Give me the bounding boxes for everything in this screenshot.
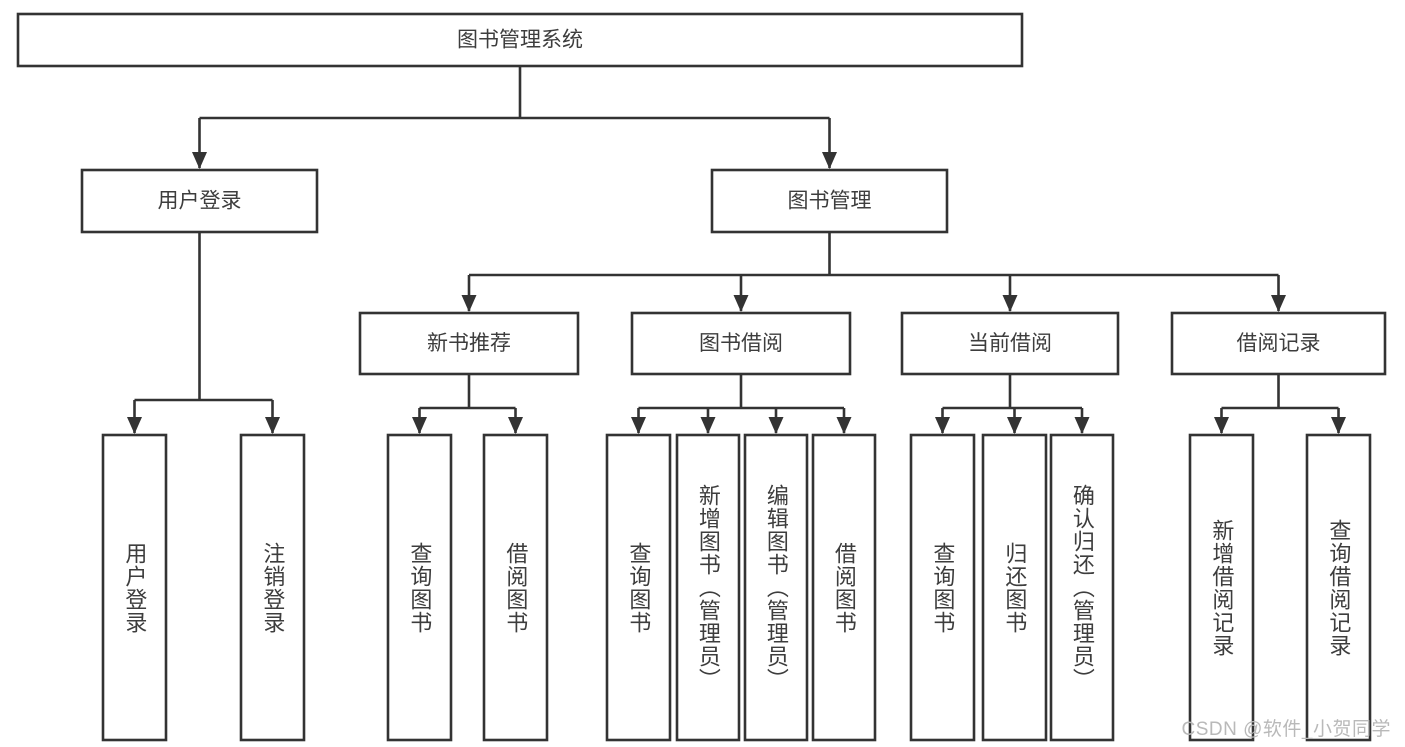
node-box-level3-0[interactable] <box>358 311 580 376</box>
node-box-leaf-12[interactable] <box>1305 433 1372 742</box>
node-box-leaf-6[interactable] <box>743 433 809 742</box>
arrow-head-icon <box>1271 295 1286 312</box>
node-box-leaf-11[interactable] <box>1188 433 1255 742</box>
arrow-head-icon <box>700 417 716 434</box>
node-box-leaf-3[interactable] <box>482 433 549 742</box>
node-label-level3-3: 借阅记录 <box>1237 332 1321 355</box>
arrow-head-icon <box>265 417 280 434</box>
node-label-level3-0: 新书推荐 <box>427 332 511 355</box>
node-box-leaf-9[interactable] <box>981 433 1048 742</box>
arrow-head-icon <box>1007 417 1022 434</box>
arrow-head-icon <box>412 417 427 434</box>
node-box-level2-1[interactable] <box>710 168 949 234</box>
node-box-leaf-7[interactable] <box>811 433 877 742</box>
arrow-head-icon <box>935 417 950 434</box>
arrow-head-icon <box>1002 295 1018 312</box>
boxes-layer <box>16 12 1387 742</box>
node-label-level2-1: 图书管理 <box>788 190 872 213</box>
arrow-head-icon <box>192 152 207 169</box>
node-box-level3-2[interactable] <box>900 311 1120 376</box>
node-box-leaf-1[interactable] <box>239 433 306 742</box>
arrow-head-icon <box>631 417 646 434</box>
arrow-head-icon <box>1214 417 1229 434</box>
node-label-level2-0: 用户登录 <box>158 190 242 213</box>
arrow-head-icon <box>768 417 784 434</box>
node-box-level3-3[interactable] <box>1170 311 1387 376</box>
node-box-leaf-10[interactable] <box>1049 433 1115 742</box>
arrow-head-icon <box>508 417 523 434</box>
arrow-head-icon <box>822 152 837 169</box>
node-box-leaf-2[interactable] <box>386 433 453 742</box>
arrow-head-icon <box>1074 417 1090 434</box>
arrow-head-icon <box>1331 417 1346 434</box>
node-label-level3-2: 当前借阅 <box>968 332 1052 355</box>
connectors-layer <box>127 66 1346 434</box>
node-box-leaf-0[interactable] <box>101 433 168 742</box>
watermark: CSDN @软件_小贺同学 <box>1181 719 1391 740</box>
arrow-head-icon <box>733 295 749 312</box>
node-label-root: 图书管理系统 <box>457 29 583 52</box>
node-box-root[interactable] <box>16 12 1024 68</box>
node-box-leaf-5[interactable] <box>675 433 741 742</box>
node-box-leaf-4[interactable] <box>605 433 672 742</box>
node-label-level3-1: 图书借阅 <box>699 332 783 355</box>
node-box-level2-0[interactable] <box>80 168 319 234</box>
node-box-leaf-8[interactable] <box>909 433 976 742</box>
arrow-head-icon <box>461 295 477 312</box>
arrow-head-icon <box>836 417 852 434</box>
arrow-head-icon <box>127 417 142 434</box>
node-box-level3-1[interactable] <box>630 311 852 376</box>
